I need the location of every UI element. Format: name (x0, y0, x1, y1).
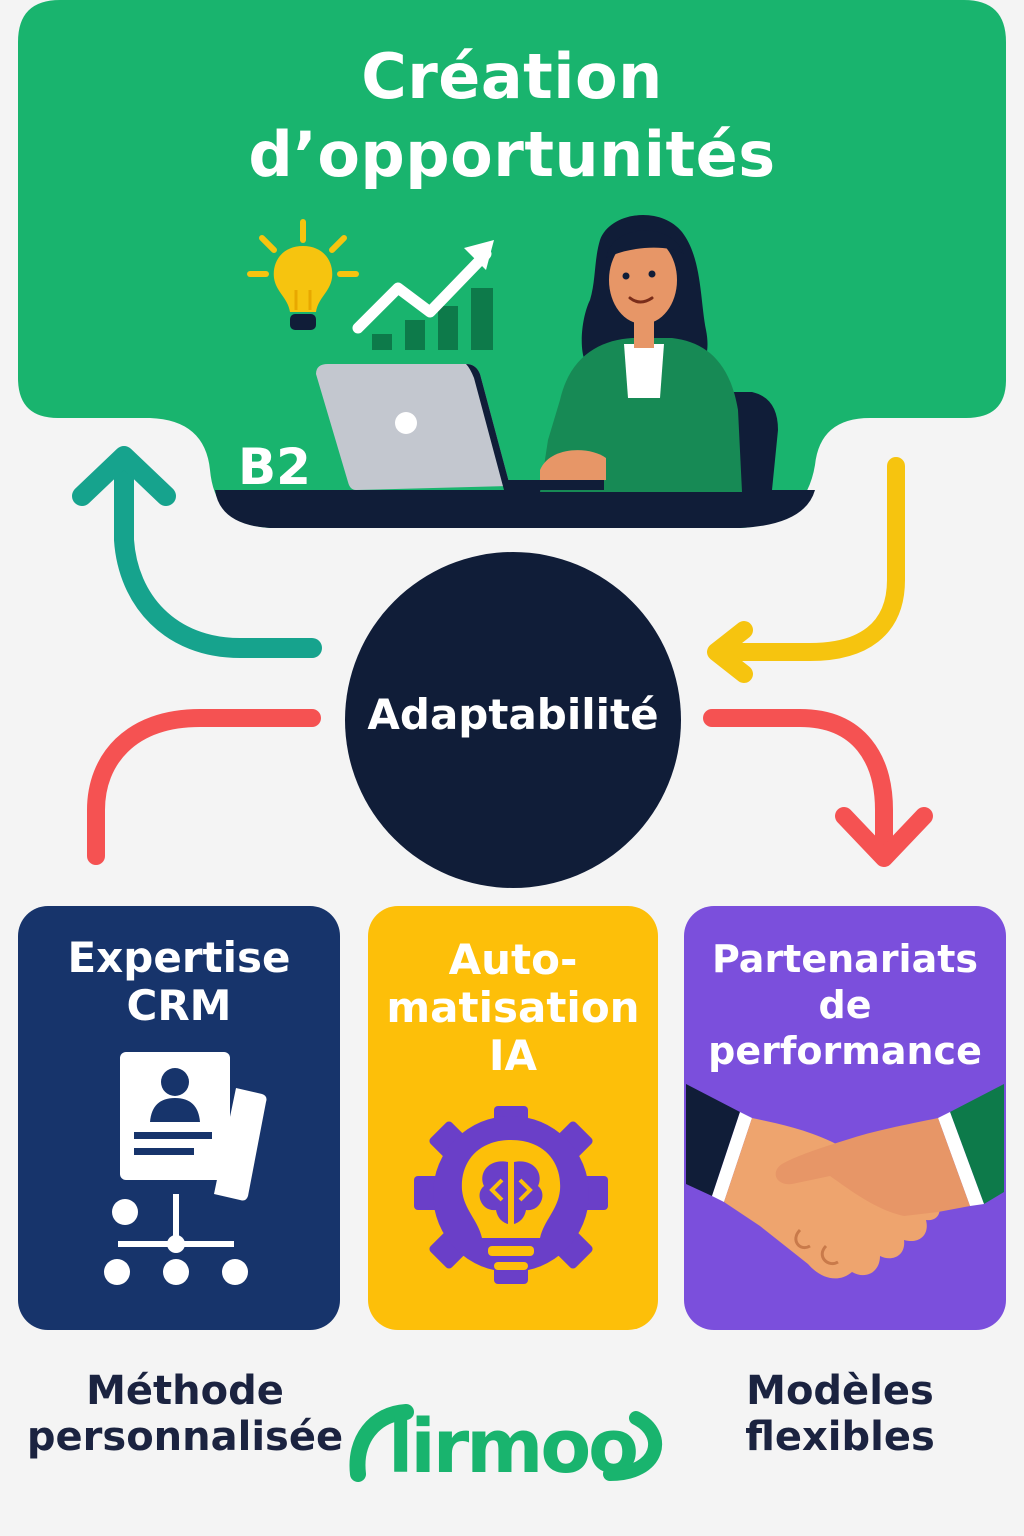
svg-text:lirmoo: lirmoo (388, 1404, 636, 1490)
footer-left-line-2: personnalisée (26, 1414, 344, 1460)
header-title-line-1: Création (361, 40, 663, 113)
card-ai-title-line-3: IA (488, 1031, 538, 1080)
desk (215, 490, 815, 528)
card-crm-title: Expertise CRM (18, 934, 340, 1030)
card-ai-title-line-2: matisation (386, 983, 640, 1032)
crm-org-chart-icon (104, 1052, 267, 1285)
growth-chart-icon (352, 240, 494, 350)
footer-right-line-2: flexibles (745, 1414, 935, 1460)
b2-badge: B2 (238, 438, 311, 496)
card-ai-title: Auto- matisation IA (368, 936, 658, 1080)
footer-left-caption: Méthode personnalisée (10, 1368, 360, 1460)
card-partnerships-title-line-2: de performance (708, 983, 982, 1073)
yellow-arrow (707, 457, 905, 683)
red-arrow-left (87, 709, 321, 865)
card-partnerships-title: Partenariats de performance (684, 936, 1006, 1074)
laptop-illustration (316, 364, 604, 490)
footer-right-line-1: Modèles (746, 1368, 934, 1414)
card-partnerships-title-line-1: Partenariats (711, 937, 979, 981)
footer-left-line-1: Méthode (86, 1368, 284, 1414)
footer-right-caption: Modèles flexibles (680, 1368, 1000, 1460)
airmoo-logo: lirmoo (349, 1404, 663, 1490)
light-bulb-icon (247, 219, 359, 330)
red-arrow-right (703, 709, 933, 867)
card-ai-title-line-1: Auto- (448, 935, 578, 984)
woman-at-laptop-illustration (540, 214, 778, 492)
ai-gear-brain-icon (414, 1106, 608, 1284)
hub-circle (345, 552, 681, 888)
card-crm-title-line-2: CRM (126, 981, 232, 1030)
card-crm-title-line-1: Expertise (67, 933, 291, 982)
hub-label: Adaptabilité (367, 690, 659, 739)
handshake-icon (686, 1084, 1004, 1279)
header-title-line-2: d’opportunités (248, 118, 776, 191)
teal-arrow (72, 446, 322, 658)
